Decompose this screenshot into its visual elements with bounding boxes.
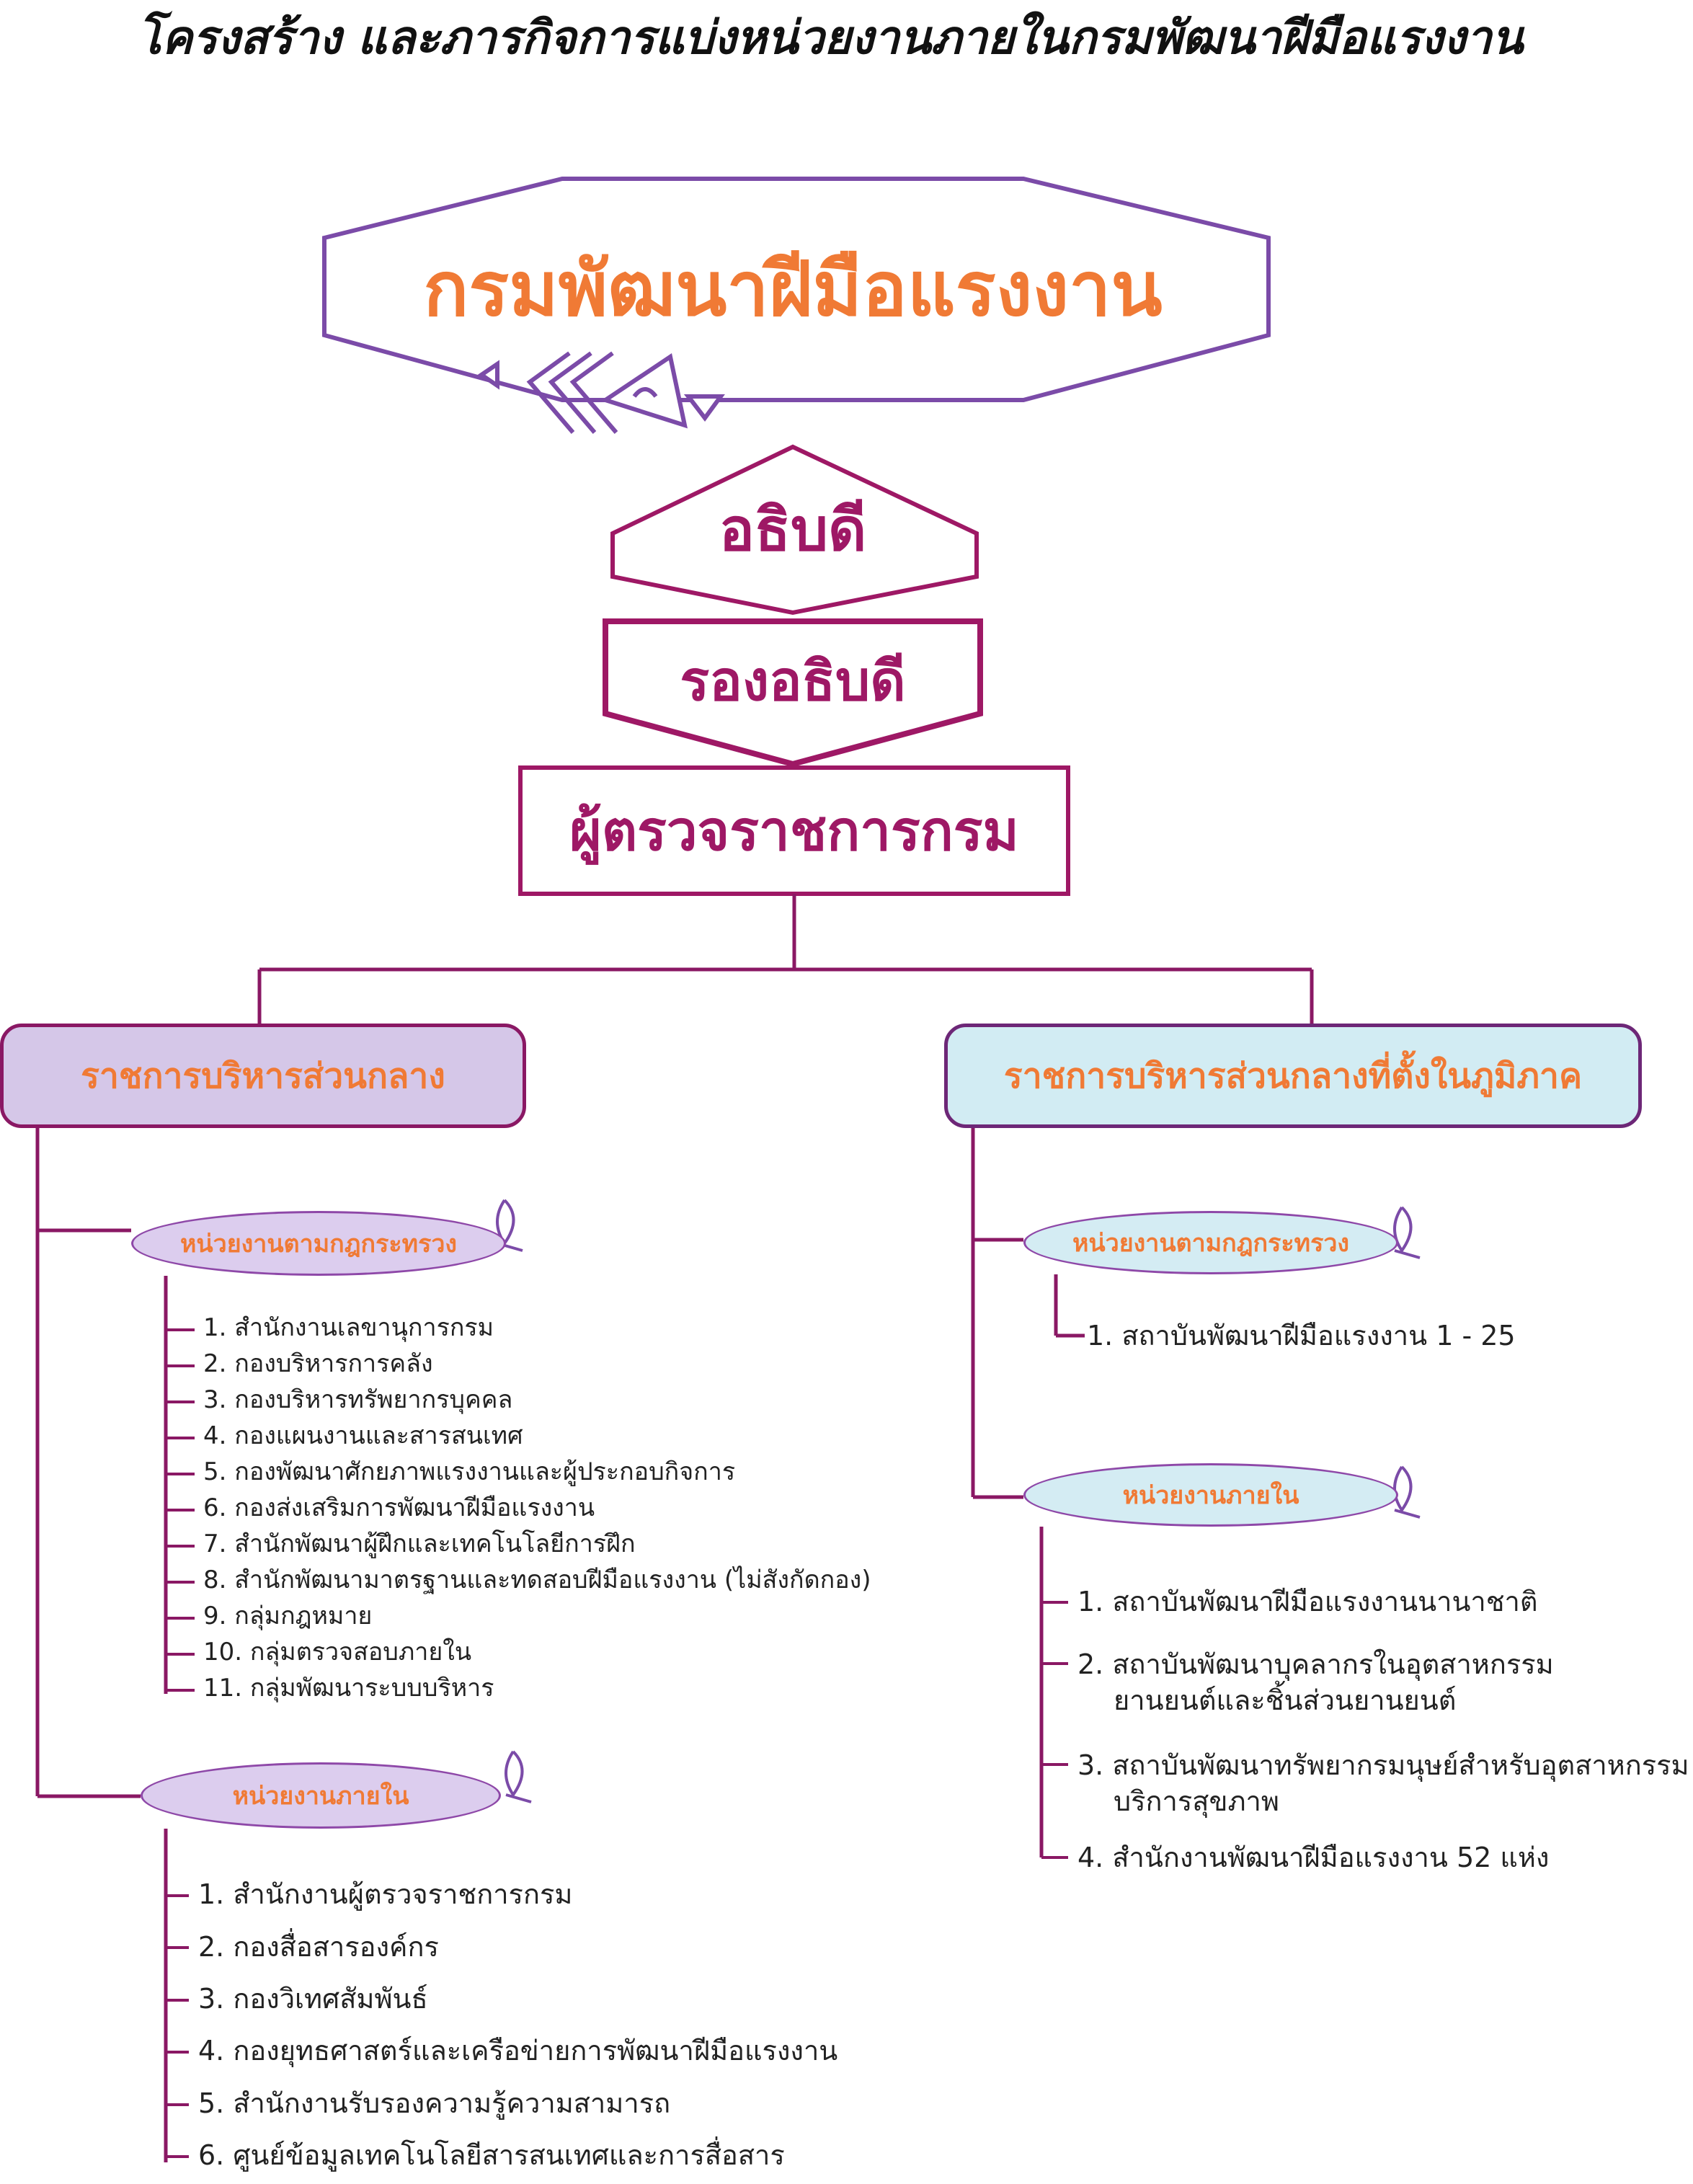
list-item: 6. ศูนย์ข้อมูลเทคโนโลยีสารสนเทศและการสื่… bbox=[198, 2139, 785, 2171]
list-item-continuation: บริการสุขภาพ bbox=[1114, 1785, 1279, 1817]
decorative-motif-icon bbox=[477, 351, 725, 434]
list-item: 1. สถาบันพัฒนาฝีมือแรงงานนานาชาติ bbox=[1077, 1586, 1538, 1617]
pill-ornament-icon bbox=[496, 1199, 1421, 1803]
list-item: 2. กองบริหารการคลัง bbox=[203, 1349, 433, 1378]
list-item: 4. กองแผนงานและสารสนเทศ bbox=[203, 1421, 523, 1450]
list-item: 6. กองส่งเสริมการพัฒนาฝีมือแรงงาน bbox=[203, 1493, 595, 1522]
list-item: 11. กลุ่มพัฒนาระบบบริหาร bbox=[203, 1674, 494, 1703]
director-hexagon bbox=[610, 444, 979, 616]
list-item: 5. สำนักงานรับรองความรู้ความสามารถ bbox=[198, 2087, 671, 2119]
list-item: 1. สถาบันพัฒนาฝีมือแรงงาน 1 - 25 bbox=[1087, 1320, 1516, 1351]
director-label: อธิบดี bbox=[719, 496, 867, 564]
department-name: กรมพัฒนาฝีมือแรงงาน bbox=[423, 244, 1163, 333]
list-item: 4. สำนักงานพัฒนาฝีมือแรงงาน 52 แห่ง bbox=[1077, 1842, 1550, 1873]
list-item: 1. สำนักงานเลขานุการกรม bbox=[203, 1313, 494, 1342]
left-internal-units-pill: หน่วยงานภายใน bbox=[141, 1762, 501, 1829]
list-item: 9. กลุ่มกฎหมาย bbox=[203, 1602, 373, 1630]
list-item: 7. สำนักพัฒนาผู้ฝึกและเทคโนโลยีการฝึก bbox=[203, 1530, 636, 1558]
branch-regional-admin: ราชการบริหารส่วนกลางที่ตั้งในภูมิภาค bbox=[944, 1024, 1642, 1128]
inspector-label: ผู้ตรวจราชการกรม bbox=[569, 798, 1019, 863]
list-item: 3. สถาบันพัฒนาทรัพยากรมนุษย์สำหรับอุตสาห… bbox=[1077, 1749, 1689, 1781]
list-item: 1. สำนักงานผู้ตรวจราชการกรม bbox=[198, 1878, 573, 1910]
list-item: 3. กองวิเทศสัมพันธ์ bbox=[198, 1983, 428, 2015]
list-item: 10. กลุ่มตรวจสอบภายใน bbox=[203, 1638, 472, 1666]
right-internal-units-pill: หน่วยงานภายใน bbox=[1023, 1463, 1398, 1527]
list-item: 2. สถาบันพัฒนาบุคลากรในอุตสาหกรรม bbox=[1077, 1648, 1554, 1680]
list-item: 5. กองพัฒนาศักยภาพแรงงานและผู้ประกอบกิจก… bbox=[203, 1457, 736, 1486]
department-hexagon bbox=[322, 177, 1271, 402]
page-title: โครงสร้าง และภารกิจการแบ่งหน่วยงานภายในก… bbox=[137, 12, 1524, 65]
list-item: 2. กองสื่อสารองค์กร bbox=[198, 1931, 439, 1963]
list-item-continuation: ยานยนต์และชิ้นส่วนยานยนต์ bbox=[1114, 1684, 1457, 1716]
list-item: 8. สำนักพัฒนามาตรฐานและทดสอบฝีมือแรงงาน … bbox=[203, 1566, 871, 1594]
right-ministerial-units-pill: หน่วยงานตามกฎกระทรวง bbox=[1023, 1211, 1398, 1274]
branch-central-admin: ราชการบริหารส่วนกลาง bbox=[0, 1024, 526, 1128]
deputy-pentagon bbox=[603, 618, 983, 768]
list-item: 3. กองบริหารทรัพยากรบุคคล bbox=[203, 1385, 513, 1414]
list-item: 4. กองยุทธศาสตร์และเครือข่ายการพัฒนาฝีมื… bbox=[198, 2035, 838, 2067]
left-ministerial-units-pill: หน่วยงานตามกฎกระทรวง bbox=[131, 1211, 506, 1276]
deputy-label: รองอธิบดี bbox=[680, 649, 906, 713]
